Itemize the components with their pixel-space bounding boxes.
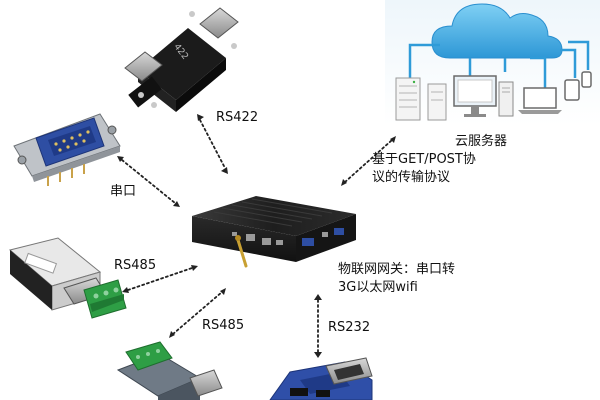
laptop-icon — [518, 87, 562, 114]
cloud-server-illustration — [385, 0, 600, 125]
pc-tower-icon — [498, 81, 514, 117]
cloud-icon — [431, 3, 563, 59]
rs485-converter-device — [8, 237, 127, 319]
rs485-upper-connector — [127, 267, 193, 291]
label-gateway-line2: 3G以太网wifi — [338, 280, 418, 295]
label-serial-port: 串口 — [110, 184, 137, 199]
gateway-left-face — [192, 216, 296, 262]
rs485-usb-converter-device — [116, 341, 223, 400]
rs232-board-device — [269, 357, 373, 400]
label-protocol-line2: 议的传输协议 — [372, 170, 451, 185]
connector-lines — [121, 119, 393, 353]
label-rs485-lower: RS485 — [202, 318, 245, 333]
gateway-top-surface — [192, 196, 356, 236]
label-rs232: RS232 — [328, 320, 371, 335]
connector-arrowheads — [117, 114, 396, 358]
server-rack-icon — [395, 77, 421, 121]
gateway-right-face — [296, 214, 356, 262]
antenna-icon — [236, 238, 248, 268]
desktop-monitor-icon — [453, 75, 497, 117]
rs422-connector — [199, 119, 226, 169]
phone-icon — [581, 71, 592, 88]
tablet-icon — [564, 79, 580, 101]
iot-gateway-device — [192, 196, 356, 268]
label-gateway-line1: 物联网网关：串口转 — [338, 262, 456, 277]
rs485-lower-connector — [172, 291, 223, 335]
serial-connector — [121, 159, 176, 204]
label-cloud-server: 云服务器 — [455, 134, 508, 149]
label-rs422: RS422 — [216, 110, 259, 125]
rs422-adapter-device — [124, 7, 239, 112]
server-icon — [427, 83, 447, 121]
db9-serial-connector-device — [13, 113, 121, 186]
label-protocol-line1: 基于GET/POST协 — [372, 152, 476, 167]
cloud-connector — [344, 139, 393, 183]
label-rs485-upper: RS485 — [114, 258, 157, 273]
